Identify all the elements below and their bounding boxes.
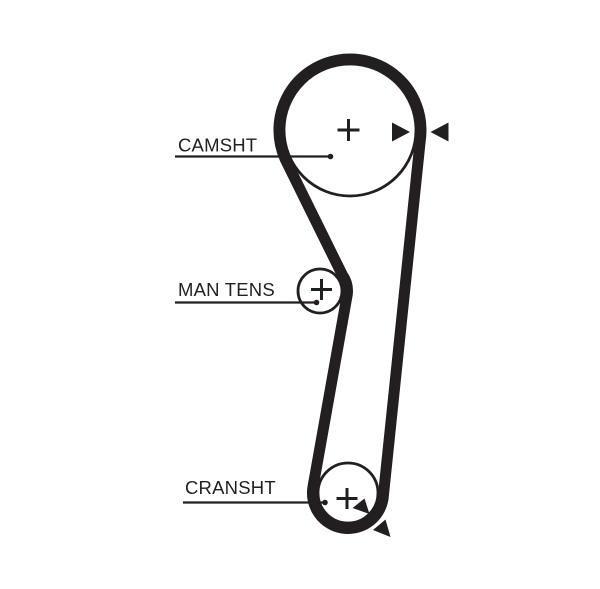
tensioner-center-mark bbox=[311, 279, 332, 300]
timing-belt bbox=[273, 53, 427, 535]
crankshaft-leader-dot bbox=[322, 499, 328, 506]
crankshaft-label: CRANSHT bbox=[185, 477, 276, 498]
crankshaft-pulley bbox=[316, 461, 380, 525]
crankshaft-rotation-arrow-outer-icon bbox=[373, 519, 391, 537]
crankshaft-center-mark bbox=[336, 488, 358, 509]
camshaft-center-mark bbox=[337, 119, 360, 141]
belt-arrow-left-icon bbox=[430, 122, 449, 142]
camshaft-leader-dot bbox=[327, 153, 334, 160]
crankshaft-rotation-arrow-inner-icon bbox=[352, 498, 370, 514]
tensioner-leader-dot bbox=[313, 299, 320, 306]
belt-arrow-right-icon bbox=[392, 122, 410, 142]
camshaft-label: CAMSHT bbox=[178, 135, 257, 156]
tensioner-label: MAN TENS bbox=[178, 279, 275, 300]
